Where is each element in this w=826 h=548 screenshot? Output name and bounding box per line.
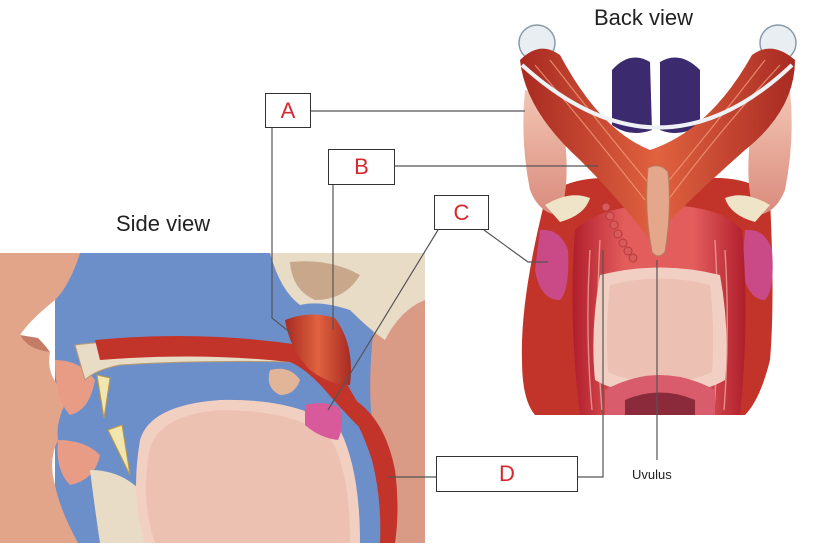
sling-edge	[520, 63, 794, 130]
right-choana	[660, 57, 700, 134]
upper-incisor	[96, 374, 111, 419]
side-view-illustration	[0, 253, 425, 543]
lower-lip	[57, 440, 100, 485]
leader-d-back	[578, 250, 604, 478]
lower-incisor	[107, 424, 131, 476]
label-d-text: D	[499, 461, 515, 486]
beaded-muscle-strand	[601, 202, 638, 263]
back-view-title: Back view	[594, 5, 694, 30]
tongue-inner	[146, 410, 350, 543]
uvulus-label: Uvulus	[632, 467, 672, 482]
leader-c-side	[327, 229, 439, 411]
levator-striations	[534, 59, 781, 201]
mandible	[90, 470, 145, 543]
side-tensor-muscle	[268, 368, 300, 395]
right-side-bulge	[742, 229, 773, 300]
left-tendon	[545, 195, 590, 222]
label-a-text: A	[280, 97, 296, 123]
back-view-illustration	[518, 24, 797, 415]
leader-a-side	[271, 128, 293, 335]
levator-veli-palatini	[520, 48, 795, 240]
side-palatopharyngeus	[350, 400, 398, 543]
uvula	[646, 165, 670, 257]
side-levator-muscle	[285, 314, 351, 385]
label-b-text: B	[354, 154, 369, 179]
label-box-c[interactable]: C	[434, 195, 489, 230]
face-profile	[0, 253, 80, 543]
label-leader-lines	[271, 110, 658, 478]
side-view-title: Side view	[116, 211, 211, 236]
side-palatoglossus	[305, 403, 343, 440]
sphenoid-detail	[290, 261, 360, 300]
nostril	[20, 335, 50, 352]
laryngeal-inlet	[625, 392, 695, 415]
label-box-a[interactable]: A	[265, 93, 311, 128]
left-side-bulge	[535, 229, 569, 300]
label-box-d[interactable]: D	[436, 456, 578, 492]
back-tongue-inner	[606, 278, 714, 381]
label-box-b[interactable]: B	[328, 149, 395, 185]
left-choana	[612, 57, 652, 134]
leader-c-back	[483, 229, 548, 263]
right-tendon	[725, 195, 770, 222]
label-c-text: C	[453, 199, 470, 225]
